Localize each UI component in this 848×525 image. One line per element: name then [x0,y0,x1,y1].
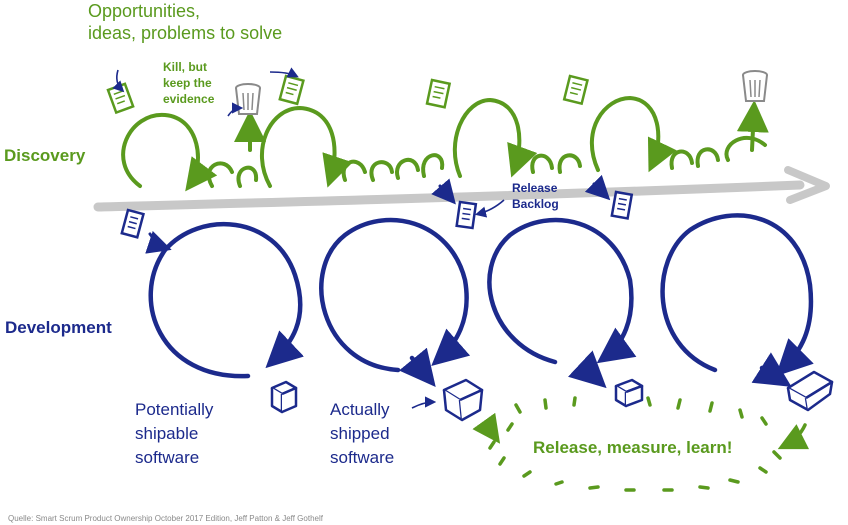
discovery-loop-small [421,153,445,178]
development-loop [487,217,637,365]
discovery-loop-small [669,149,694,170]
development-loop [148,221,304,379]
development-loop [319,217,471,373]
discovery-loop-small [724,136,767,162]
release-loop [472,396,810,492]
discovery-loop-small [206,161,234,188]
discovery-loop-big [589,95,677,173]
discovery-loop-small [530,153,554,174]
idea-card-icon [562,74,589,106]
development-loop [660,213,814,377]
potentially-shipable-label: Potentially shipable software [135,400,214,467]
idea-card-icon [278,74,305,106]
discovery-loop-small [557,153,582,174]
backlog-card-icon [120,208,145,239]
discovery-loop-small [341,159,367,182]
idea-card-icon [425,78,452,109]
development-lane-label: Development [5,318,112,337]
backlog-card-icon [610,190,634,220]
actually-shipped-label: Actually shipped software [330,400,395,467]
discovery-loop-small [236,165,259,188]
source-citation: Quelle: Smart Scrum Product Ownership Oc… [8,514,323,523]
kill-label: Kill, but keep the evidence [163,60,215,106]
box-icon [270,380,298,414]
box-icon [614,378,644,408]
box-icon [786,370,834,412]
discovery-loop-big [121,112,218,192]
release-measure-learn-label: Release, measure, learn! [533,438,733,457]
discovery-loop-small [695,147,720,168]
discovery-lane-label: Discovery [4,146,86,165]
discovery-loops [121,95,769,192]
opportunities-label: Opportunities, ideas, problems to solve [88,1,283,43]
trash-can-icon [742,70,768,102]
box-icon [442,378,484,422]
shipped-boxes [270,370,834,422]
discovery-loop-big [452,97,538,178]
discovery-loop-big [259,105,353,188]
backlog-cards [120,190,634,239]
development-loops [148,213,814,389]
trash-can-icon [235,83,261,115]
timeline-arrow [93,166,830,212]
backlog-card-icon [455,200,478,230]
discovery-loop-small [395,157,420,180]
release-backlog-label: Release Backlog [512,181,559,211]
discovery-loop-small [369,160,394,182]
evidence-up-arrow [736,100,769,152]
